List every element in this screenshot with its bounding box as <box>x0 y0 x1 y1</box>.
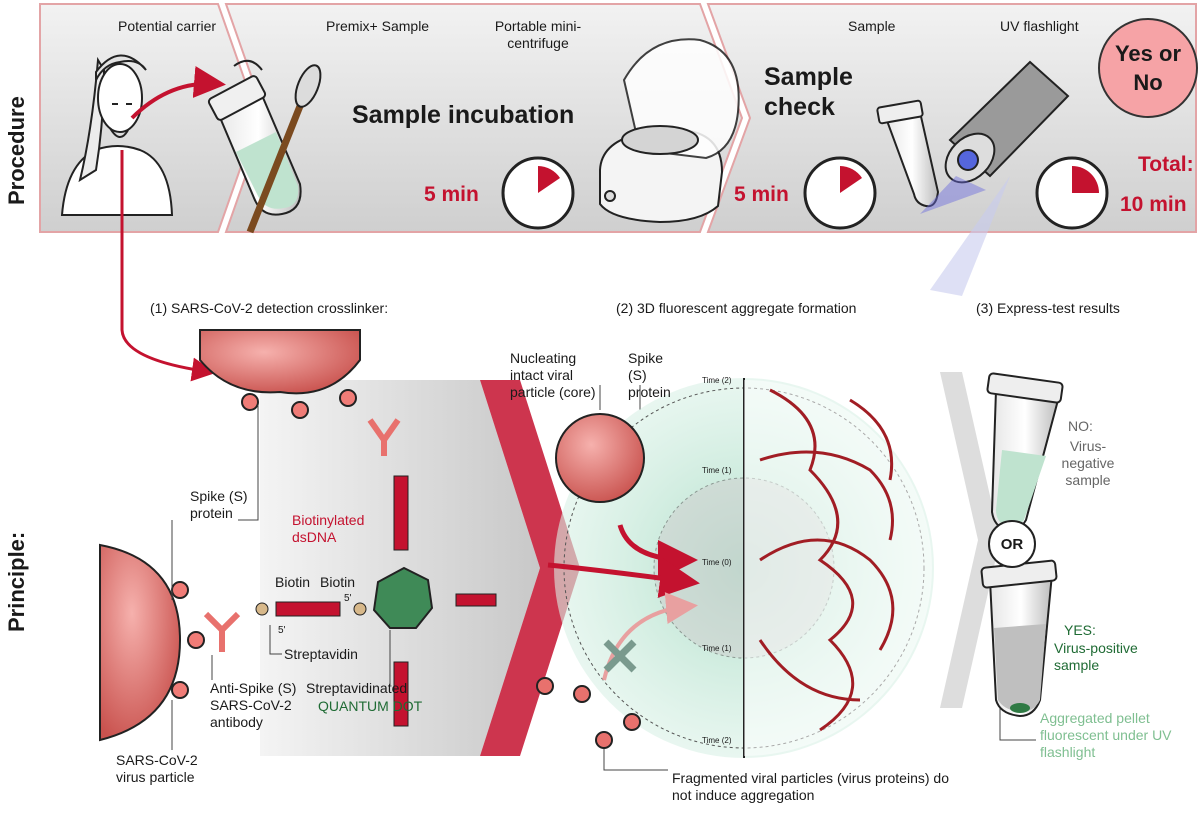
dsdna-vertical <box>393 475 497 727</box>
label-biotin-right: Biotin <box>320 574 356 590</box>
timer-icon-2 <box>803 156 877 230</box>
aggregate-sphere <box>554 378 934 758</box>
label-aggregated-pellet: Aggregated pellet fluorescent under UV f… <box>1040 710 1172 760</box>
sample-tube-check <box>876 99 940 208</box>
quantum-dot <box>372 566 434 629</box>
label-5prime-b: 5' <box>344 593 352 604</box>
total-label: Total: <box>1138 153 1194 176</box>
crosslinker-to-core-arrow <box>547 558 700 598</box>
label-time0: Time (0) <box>702 558 732 567</box>
antibody-left <box>203 611 241 652</box>
carrier-to-principle-arrow <box>120 150 216 382</box>
label-biotinylated-dsdna: Biotinylated dsDNA <box>292 512 365 545</box>
result-yes-or-no: Yes or No <box>1098 18 1198 118</box>
label-biotin-left: Biotin <box>275 574 311 590</box>
principle-side-label: Principle: <box>4 531 29 632</box>
virus-top <box>199 329 361 419</box>
person-illustration <box>60 54 174 216</box>
aggregate-network <box>758 388 895 732</box>
swab <box>246 64 322 234</box>
flashlight-beam <box>930 176 1010 296</box>
label-yes: YES: <box>1064 622 1096 638</box>
centrifuge-illustration <box>599 38 740 224</box>
label-spike-protein-2: Spike (S) protein <box>628 350 671 400</box>
label-quantum-dot: QUANTUM DOT <box>318 698 423 714</box>
uv-flashlight-icon <box>920 60 1070 214</box>
leader-lines <box>171 385 1036 771</box>
timer-icon-1 <box>501 156 575 230</box>
total-time: 10 min <box>1120 193 1187 216</box>
step2-title: (2) 3D fluorescent aggregate formation <box>616 300 857 316</box>
carrier-to-tube-arrow <box>130 66 226 120</box>
label-sample-incubation: Sample incubation <box>352 101 575 129</box>
label-uv-flashlight: UV flashlight <box>1000 18 1079 34</box>
label-5prime-a: 5' <box>278 625 286 636</box>
label-sample-check: Sample check <box>764 63 853 121</box>
tube-positive <box>980 559 1058 718</box>
time-incubation: 5 min <box>424 183 479 206</box>
label-virus-negative: Virus-negative sample <box>1061 438 1115 488</box>
label-nucleating-particle: Nucleating intact viral particle (core) <box>510 350 596 400</box>
procedure-side-label: Procedure <box>4 96 29 205</box>
label-time1-bottom: Time (1) <box>702 644 732 653</box>
nucleating-virus <box>555 413 645 503</box>
label-portable-centrifuge: Portable mini-centrifuge <box>494 18 582 51</box>
label-spike-protein: Spike (S) protein <box>190 488 248 521</box>
label-streptavidin: Streptavidin <box>284 646 358 662</box>
dsdna-horizontal <box>255 601 367 617</box>
fragmented-particles <box>536 677 641 749</box>
timer-icon-total <box>1035 156 1109 230</box>
label-streptavidinated: Streptavidinated <box>306 680 408 696</box>
label-no: NO: <box>1068 418 1093 434</box>
crosslinker-panel <box>260 380 540 756</box>
or-badge: OR <box>988 520 1036 568</box>
label-time1-top: Time (1) <box>702 466 732 475</box>
label-time2-bottom: Time (2) <box>702 736 732 745</box>
label-virus-particle: SARS-CoV-2 virus particle <box>116 752 198 785</box>
label-fragmented-particles: Fragmented viral particles (virus protei… <box>672 770 949 803</box>
label-virus-positive: Virus-positive sample <box>1054 640 1138 673</box>
step3-title: (3) Express-test results <box>976 300 1120 316</box>
virus-left <box>99 543 205 742</box>
label-anti-spike-antibody: Anti-Spike (S) SARS-CoV-2 antibody <box>210 680 297 730</box>
label-sample: Sample <box>848 18 896 34</box>
antibody-top <box>367 418 401 456</box>
time-check: 5 min <box>734 183 789 206</box>
step1-title: (1) SARS-CoV-2 detection crosslinker: <box>150 300 389 316</box>
label-premix-sample: Premix+ Sample <box>326 18 430 34</box>
blocked-x-icon <box>603 639 637 673</box>
label-potential-carrier: Potential carrier <box>118 18 217 34</box>
label-time2-top: Time (2) <box>702 376 732 385</box>
